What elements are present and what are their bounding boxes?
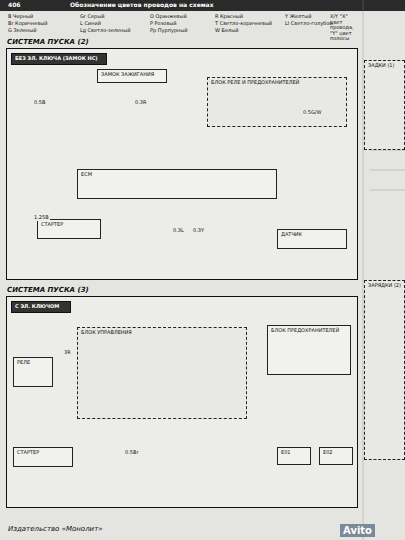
box-text: С ЭЛ. КЛЮЧОМ	[12, 302, 70, 312]
wire-label: 0.3L	[172, 228, 185, 234]
box-text: E02	[320, 448, 352, 458]
diagram-panel: СИСТЕМА ПУСКА (2)БЕЗ ЭЛ. КЛЮЧА (ЗАМОК НС…	[6, 48, 358, 280]
box-text: БЕЗ ЭЛ. КЛЮЧА (ЗАМОК НС)	[12, 54, 106, 64]
ground-point: E02	[319, 447, 353, 465]
color-code: B Черный	[8, 14, 33, 20]
box-text: ECM	[78, 170, 276, 180]
footer-text: Издательство «Монолит»	[8, 526, 103, 534]
color-code: X/Y "X" цвет провода, "Y" цвет полосы	[330, 14, 360, 42]
color-code: Gr Серый	[80, 14, 104, 20]
ignition-switch: ЗАМОК ЗАЖИГАНИЯ	[97, 69, 167, 83]
color-code: R Красный	[215, 14, 243, 20]
page-header: Обозначение цветов проводов на схемах	[70, 2, 214, 9]
box-text: ЗАРЯДКИ (2)	[365, 281, 404, 291]
wire-label: 3R	[63, 350, 72, 356]
ecm-box: ECM	[77, 169, 277, 199]
color-code: Pp Пурпурный	[150, 28, 188, 34]
sensor-box: ДАТЧИК	[277, 229, 347, 249]
box-text: РЕЛЕ	[14, 358, 52, 368]
box-text: СТАРТЕР	[14, 448, 72, 458]
footer-text: Avito	[340, 524, 375, 537]
box-text: СТАРТЕР	[38, 220, 100, 230]
box-text: E01	[278, 448, 310, 458]
box-text: ДАТЧИК	[278, 230, 346, 240]
color-code: Ll Светло-голубой	[285, 21, 332, 27]
box-text: БЛОК УПРАВЛЕНИЯ	[78, 328, 246, 338]
diagram-panel: СИСТЕМА ПУСКА (3)С ЭЛ. КЛЮЧОМБЛОК УПРАВЛ…	[6, 296, 358, 508]
color-code: Lg Светло-зеленый	[80, 28, 131, 34]
partial-panel: ЗАРЯДКИ (2)	[364, 280, 405, 460]
box-text: БЛОК ПРЕДОХРАНИТЕЛЕЙ	[268, 326, 350, 336]
wire-label: 0.3R	[134, 100, 147, 106]
box-text: ЗАМОК ЗАЖИГАНИЯ	[98, 70, 166, 80]
control-unit: БЛОК УПРАВЛЕНИЯ	[77, 327, 247, 419]
relay-fuse-box: БЛОК РЕЛЕ И ПРЕДОХРАНИТЕЛЕЙ	[207, 77, 347, 127]
fuse-box: БЛОК ПРЕДОХРАНИТЕЛЕЙ	[267, 325, 351, 375]
mode-tag: БЕЗ ЭЛ. КЛЮЧА (ЗАМОК НС)	[11, 53, 107, 65]
right-page-edge	[363, 0, 405, 540]
box-text: СИСТЕМА ПУСКА (2)	[7, 38, 89, 46]
wire-label: 0.5G/W	[302, 110, 322, 116]
mode-tag: С ЭЛ. КЛЮЧОМ	[11, 301, 71, 313]
wire-label: 0.3Y	[192, 228, 205, 234]
color-code: W Белый	[215, 28, 238, 34]
color-code: O Оранжевый	[150, 14, 187, 20]
partial-panel: ЗАДКИ (1)	[364, 60, 405, 150]
wire-label: 0.5Br	[124, 450, 139, 456]
box-text: ЗАДКИ (1)	[365, 61, 404, 71]
page-header: 406	[8, 2, 21, 9]
color-code: Y Желтый	[285, 14, 311, 20]
starter-box: СТАРТЕР	[13, 447, 73, 467]
relay-box: РЕЛЕ	[13, 357, 53, 387]
ground-point: E01	[277, 447, 311, 465]
color-code: G Зеленый	[8, 28, 36, 34]
color-code: L Синий	[80, 21, 101, 27]
header-bar	[0, 0, 405, 11]
color-code: Br Коричневый	[8, 21, 48, 27]
color-code: T Светло-коричневый	[215, 21, 272, 27]
box-text: БЛОК РЕЛЕ И ПРЕДОХРАНИТЕЛЕЙ	[208, 78, 346, 88]
color-code: P Розовый	[150, 21, 177, 27]
box-text: СИСТЕМА ПУСКА (3)	[7, 286, 89, 294]
wire-label: 0.5B	[33, 100, 46, 106]
starter-box: СТАРТЕР	[37, 219, 101, 239]
wire-label: 1.25B	[33, 215, 50, 221]
